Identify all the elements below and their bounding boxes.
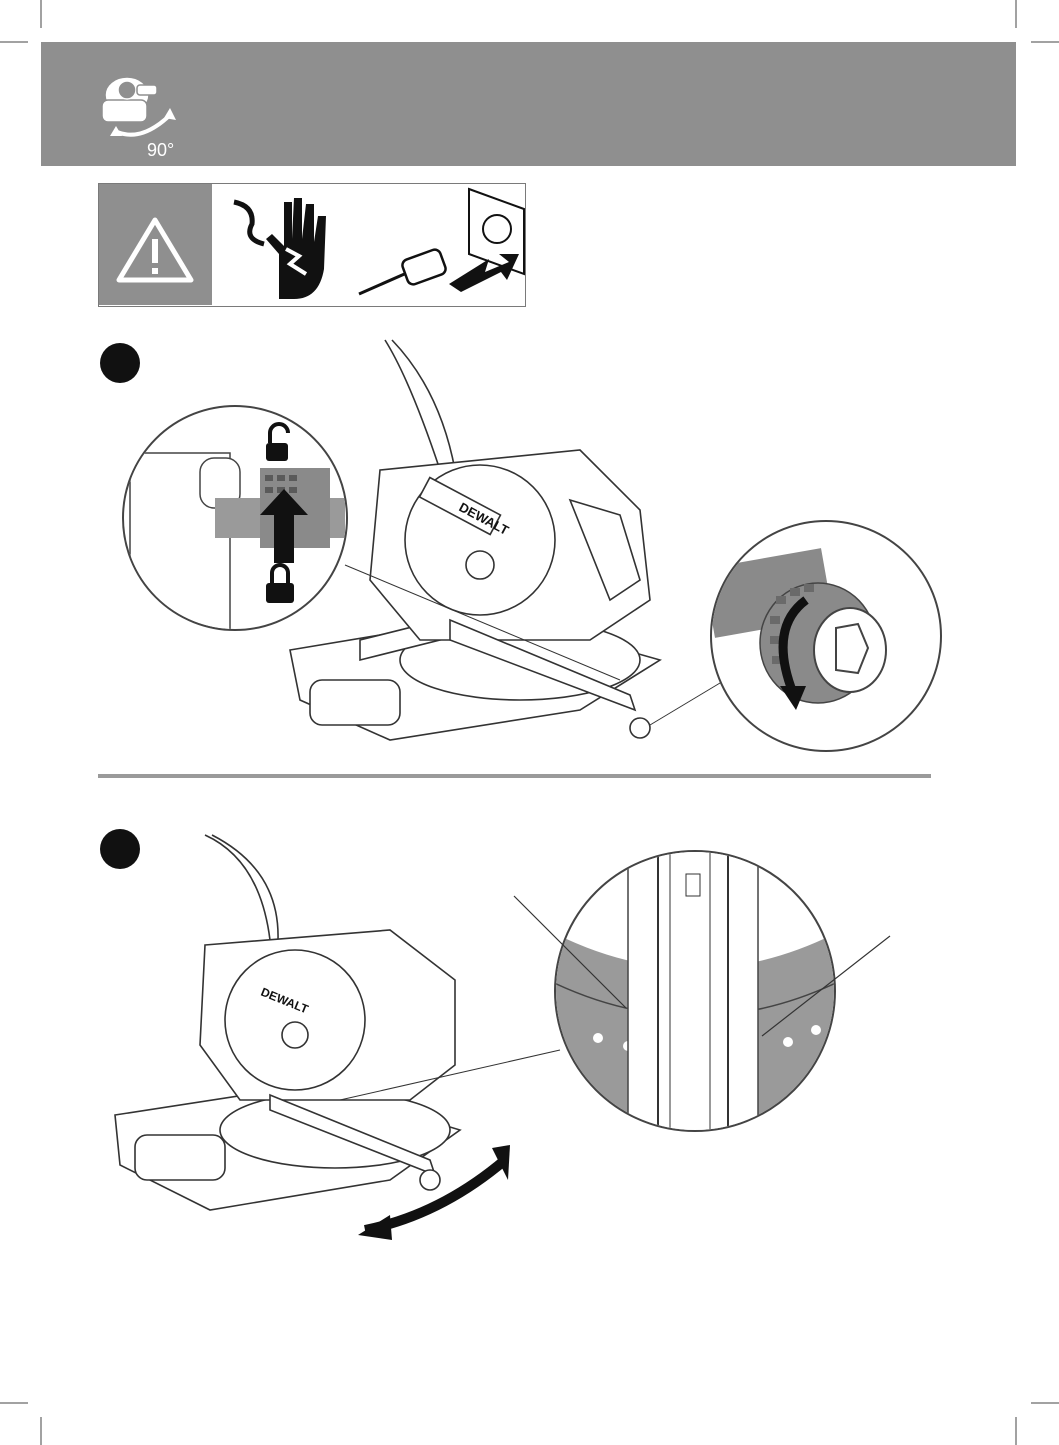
warning-triangle-box [99,184,212,305]
electric-shock-hand-icon [224,184,334,305]
knob-rotate-detail [708,518,948,758]
miter-saw-illustration-1: DEWALT [280,340,680,760]
miter-saw-rotate-icon [92,60,182,150]
header-band [41,42,1016,166]
miter-scale-detail [550,846,850,1146]
angle-label: 90° [147,140,174,161]
warning-panel [98,183,526,307]
warning-triangle-icon [99,184,212,305]
section-divider [98,774,931,778]
miter-saw-illustration-2: DEWALT [110,830,580,1260]
step-1-marker [100,343,140,383]
unplug-icon [349,184,529,305]
